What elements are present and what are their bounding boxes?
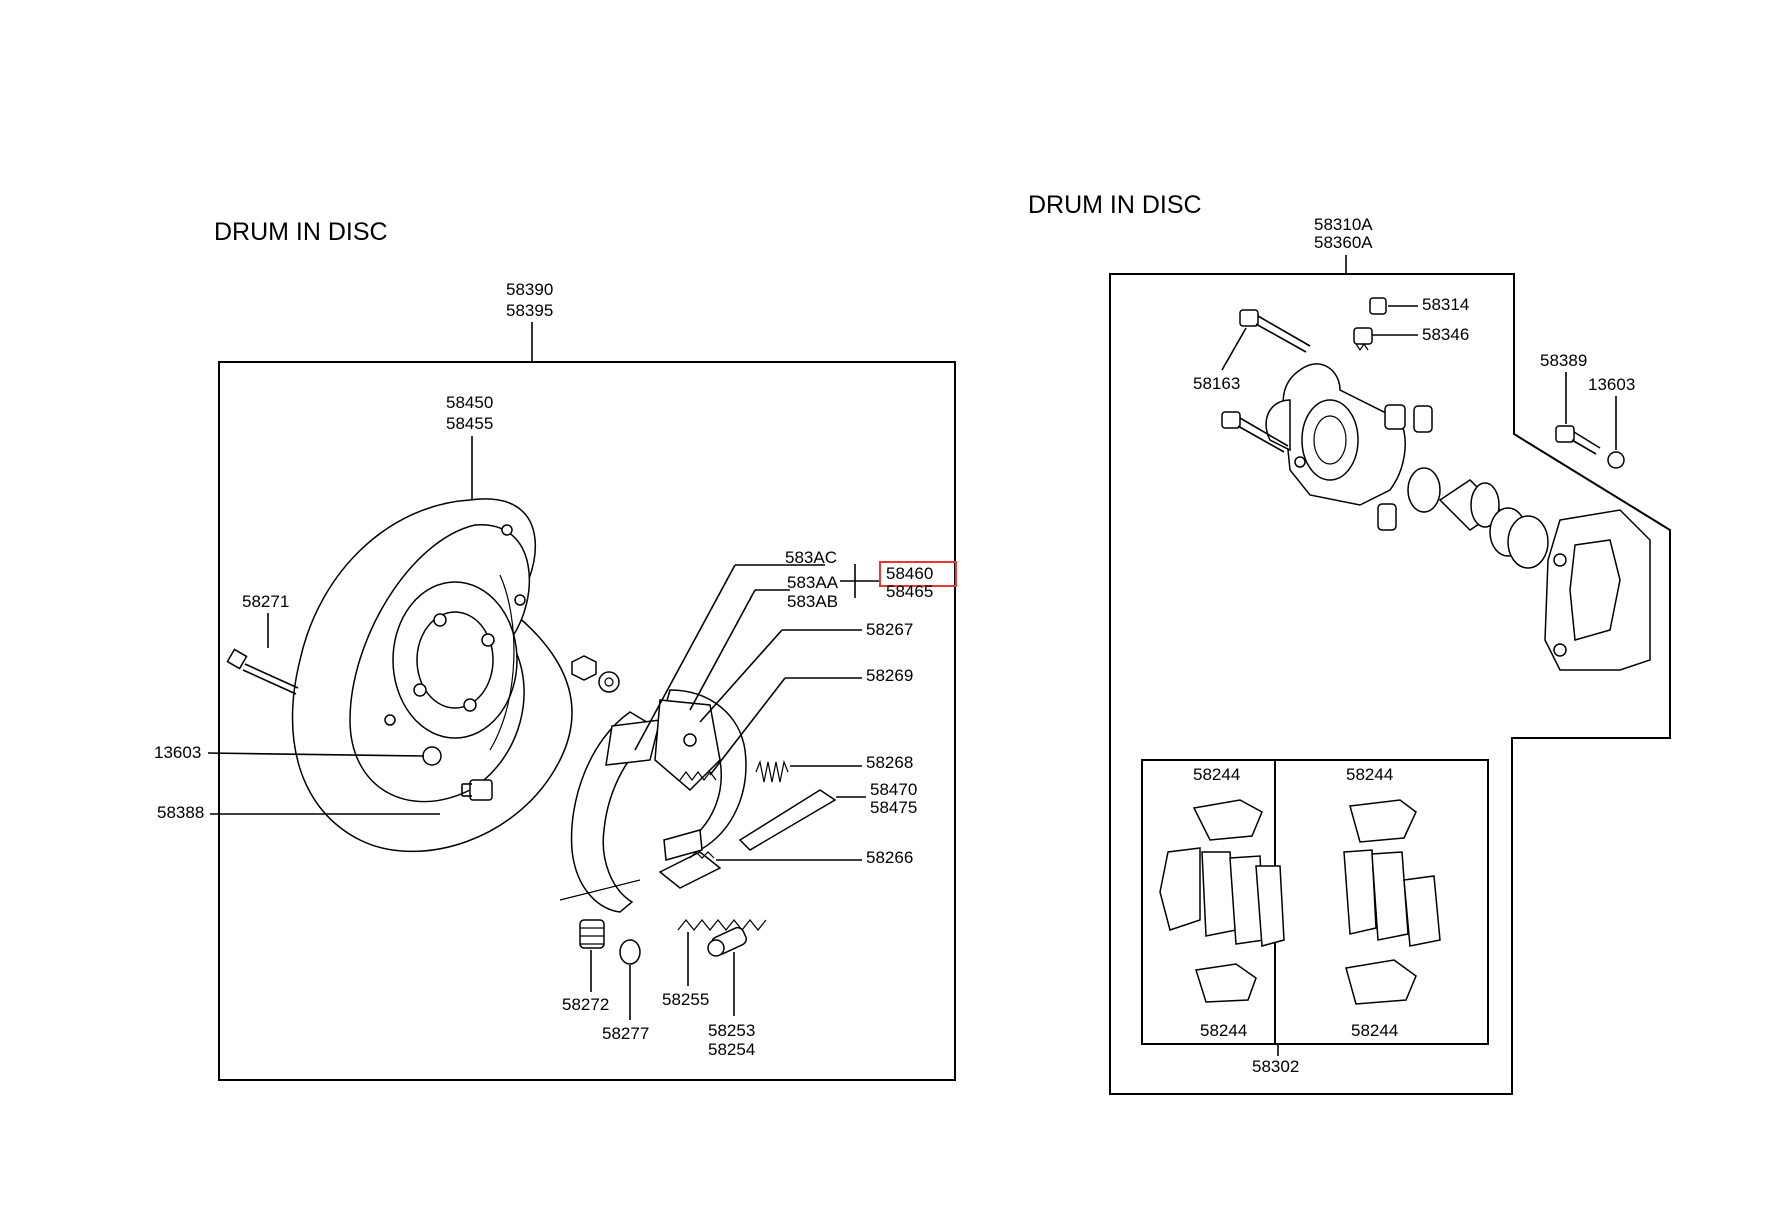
right-panel-frame <box>1109 273 1671 1095</box>
label-58395[interactable]: 58395 <box>506 301 553 320</box>
highlight-box <box>879 561 957 587</box>
right-panel-title: DRUM IN DISC <box>1028 191 1202 219</box>
adjuster-58253-icon <box>707 926 747 957</box>
label-58244-tr[interactable]: 58244 <box>1346 765 1393 784</box>
label-58465[interactable]: 58465 <box>886 582 933 601</box>
bolt-58388-icon <box>461 779 493 801</box>
seal-icon <box>1407 467 1441 513</box>
nuts-icon <box>571 655 620 693</box>
spring-58272-icon <box>579 919 605 949</box>
label-58314[interactable]: 58314 <box>1422 295 1469 314</box>
label-58267[interactable]: 58267 <box>866 620 913 639</box>
leader-58163 <box>1221 327 1247 371</box>
shoe-kit-leaders <box>634 564 880 751</box>
label-58277[interactable]: 58277 <box>602 1024 649 1043</box>
leader-58269-b <box>709 677 786 776</box>
strut-58266-icon <box>658 851 722 889</box>
pads-left <box>1159 799 1285 1003</box>
carrier-bracket <box>1544 509 1651 671</box>
guide-pin-upper-icon <box>1239 309 1311 353</box>
label-58244-bl[interactable]: 58244 <box>1200 1021 1247 1040</box>
label-58455[interactable]: 58455 <box>446 414 493 433</box>
label-13603-right[interactable]: 13603 <box>1588 375 1635 394</box>
label-583AC[interactable]: 583AC <box>785 548 837 567</box>
label-58254[interactable]: 58254 <box>708 1040 755 1059</box>
label-58244-br[interactable]: 58244 <box>1351 1021 1398 1040</box>
label-58244-tl[interactable]: 58244 <box>1193 765 1240 784</box>
label-58470[interactable]: 58470 <box>870 780 917 799</box>
backing-plate <box>291 498 573 853</box>
left-panel-title: DRUM IN DISC <box>214 218 388 246</box>
left-panel-frame <box>218 361 956 1081</box>
washer-13603-icon <box>422 746 442 766</box>
label-58390[interactable]: 58390 <box>506 280 553 299</box>
piston-icon <box>1438 479 1502 531</box>
label-58268[interactable]: 58268 <box>866 753 913 772</box>
carrier-washer-icon <box>1607 451 1625 469</box>
label-58346[interactable]: 58346 <box>1422 325 1469 344</box>
label-58310A[interactable]: 58310A <box>1314 215 1373 234</box>
label-58266[interactable]: 58266 <box>866 848 913 867</box>
lever-58470-icon <box>738 789 837 851</box>
caliper-body <box>1265 363 1406 506</box>
label-13603-left[interactable]: 13603 <box>154 743 201 762</box>
bleeder-icon <box>1353 297 1387 352</box>
label-58271[interactable]: 58271 <box>242 592 289 611</box>
label-583AA[interactable]: 583AA <box>787 573 839 592</box>
leader-58267-b <box>699 629 783 723</box>
ring-icon <box>1507 515 1549 569</box>
dust-caps-icon <box>1377 405 1433 531</box>
label-58475[interactable]: 58475 <box>870 798 917 817</box>
label-58163[interactable]: 58163 <box>1193 374 1240 393</box>
label-583AB[interactable]: 583AB <box>787 592 838 611</box>
spring-58269-icon <box>679 771 717 781</box>
cup-58277-icon <box>619 939 641 965</box>
label-58272[interactable]: 58272 <box>562 995 609 1014</box>
label-58388[interactable]: 58388 <box>157 803 204 822</box>
left-panel: DRUM IN DISC 58390 58395 58271 <box>154 218 957 1081</box>
spring-58268-icon <box>755 759 789 783</box>
right-panel: DRUM IN DISC 58310A 58360A <box>1028 191 1671 1095</box>
spring-58255-icon <box>677 919 767 931</box>
bolt-58271-icon <box>226 648 299 695</box>
label-58269[interactable]: 58269 <box>866 666 913 685</box>
guide-pin-lower-icon <box>1221 411 1306 468</box>
label-58302[interactable]: 58302 <box>1252 1057 1299 1076</box>
label-58253[interactable]: 58253 <box>708 1021 755 1040</box>
label-58460[interactable]: 58460 <box>886 564 933 583</box>
brake-shoes <box>559 689 747 913</box>
label-58389[interactable]: 58389 <box>1540 351 1587 370</box>
label-58255[interactable]: 58255 <box>662 990 709 1009</box>
label-58360A[interactable]: 58360A <box>1314 233 1373 252</box>
carrier-bolt-icon <box>1555 425 1601 455</box>
label-58450[interactable]: 58450 <box>446 393 493 412</box>
pad-kit-frame <box>1141 759 1489 1045</box>
leader-13603-left <box>207 752 425 757</box>
pads-right <box>1343 799 1441 1005</box>
